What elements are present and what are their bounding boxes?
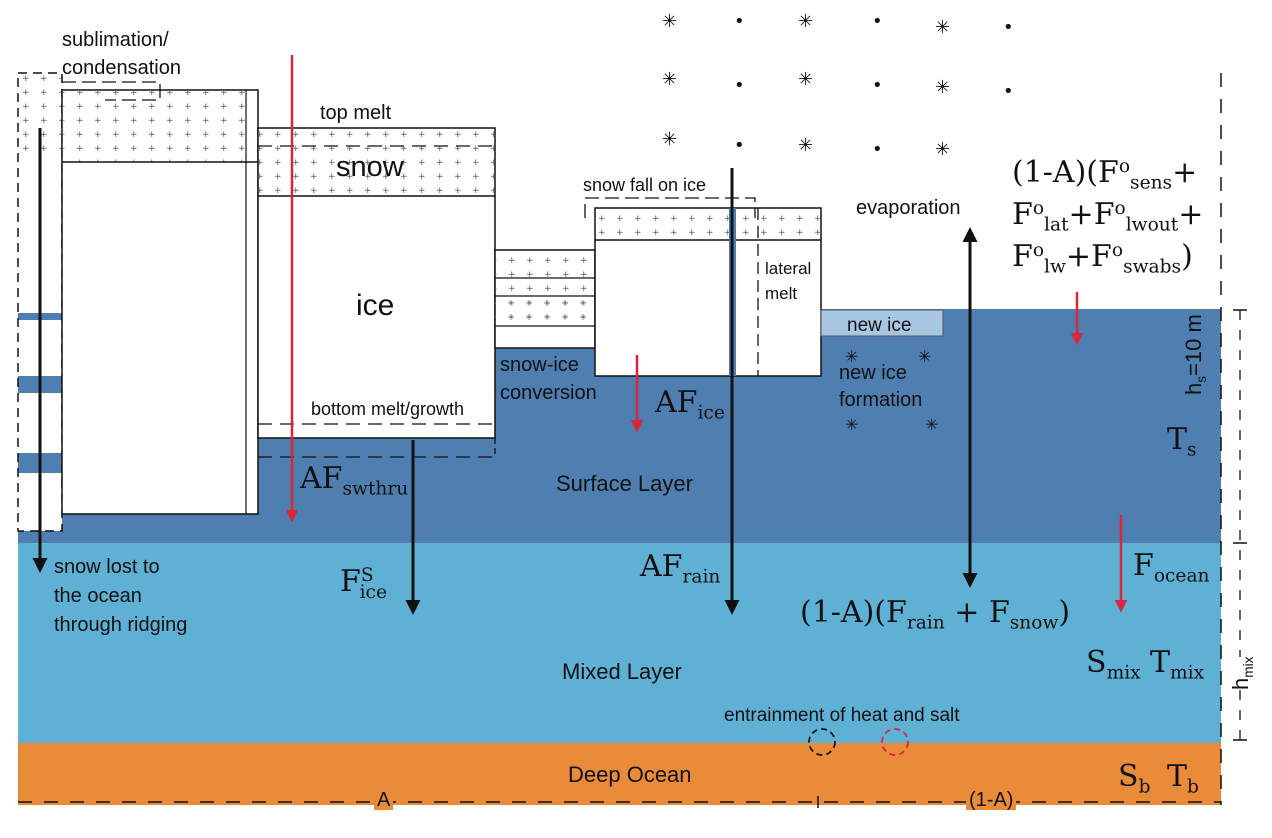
flux-f-ocean: Focean (1133, 548, 1210, 587)
mixed-layer (18, 543, 1221, 743)
svg-text:✳: ✳ (662, 69, 677, 90)
svg-text:•: • (872, 75, 883, 96)
svg-text:•: • (872, 139, 883, 160)
ice-column-3 (584, 197, 822, 377)
label-lateral: lateral (765, 259, 812, 278)
label-entrainment: entrainment of heat and salt (724, 705, 960, 726)
svg-text:•: • (734, 135, 745, 156)
svg-text:✳: ✳ (918, 347, 931, 366)
label-evaporation: evaporation (856, 197, 961, 219)
var-Tmix: Tmix (1150, 645, 1205, 684)
label-snow-fall: snow fall on ice (583, 175, 707, 195)
depth-hs: hs=10 m (1181, 314, 1209, 395)
black-flux-arrows (32, 128, 978, 615)
label-new-ice: new ice (847, 315, 912, 336)
flux-precip: (1-A)(Frain + Fsnow) (800, 595, 1071, 634)
label-snow: snow (336, 151, 404, 183)
flux-f-s-ice: FSice (340, 564, 387, 603)
deep-ocean (18, 743, 1221, 805)
svg-text:✳: ✳ (798, 69, 813, 90)
label-new-ice-formation-1: new ice (839, 362, 907, 384)
svg-text:✳: ✳ (798, 135, 813, 156)
svg-text:✳: ✳ (845, 347, 858, 366)
red-flux-arrows (285, 55, 1128, 613)
var-Sb: Sb (1118, 759, 1151, 798)
label-top-melt: top melt (320, 102, 392, 124)
label-condensation: condensation (62, 57, 181, 79)
label-snow-lost-3: through ridging (54, 614, 188, 636)
new-ice-floe (820, 309, 944, 337)
svg-text:✳: ✳ (935, 77, 950, 98)
label-bottom-melt: bottom melt/growth (311, 399, 465, 419)
entrainment-icon (808, 728, 909, 756)
label-snow-ice-1: snow-ice (500, 354, 579, 376)
flux-atm-line2: Folat+Folwout+ (1012, 197, 1204, 236)
svg-text:✳: ✳ (935, 139, 950, 160)
ice-column-2 (257, 127, 496, 458)
label-surface-layer: Surface Layer (556, 471, 693, 496)
svg-text:•: • (872, 11, 883, 32)
svg-text:✳: ✳ (662, 129, 677, 150)
label-mixed-layer: Mixed Layer (562, 659, 682, 684)
label-area-one-minus-A: (1-A) (966, 790, 1017, 810)
var-Smix: Smix (1086, 645, 1141, 684)
flux-atm-line3: Folw+Foswabs) (1012, 239, 1193, 278)
label-ice: ice (356, 289, 395, 322)
label-snow-lost-1: snow lost to (54, 556, 160, 578)
svg-text:✳: ✳ (925, 415, 938, 434)
label-snow-ice-2: conversion (500, 382, 597, 404)
var-Tb: Tb (1167, 759, 1199, 798)
label-sublimation: sublimation/ (62, 29, 169, 51)
snow-ice-column (494, 249, 596, 349)
label-melt: melt (765, 284, 798, 303)
flux-atm-line1: (1-A)(Fosens+ (1012, 155, 1198, 194)
svg-text:✳: ✳ (935, 17, 950, 38)
flux-af-rain: AFrain (640, 549, 721, 588)
ice-column-1 (61, 81, 259, 515)
svg-text:✳: ✳ (662, 11, 677, 32)
var-Ts: Ts (1167, 422, 1197, 461)
svg-text:•: • (734, 75, 745, 96)
flux-af-swthru: AFswthru (300, 461, 409, 500)
label-snow-lost-2: the ocean (54, 585, 142, 607)
label-new-ice-formation-2: formation (839, 389, 923, 411)
label-deep-ocean: Deep Ocean (568, 762, 692, 787)
label-area-A: A (374, 790, 394, 810)
flux-af-ice: AFice (655, 385, 725, 424)
svg-text:✳: ✳ (845, 415, 858, 434)
snowfall-symbols: ✳ • ✳ • ✳ • ✳ • ✳ • ✳ • ✳ • ✳ • ✳ ✳ ✳ ✳ ✳ (662, 11, 1014, 434)
svg-text:•: • (1003, 81, 1014, 102)
svg-text:•: • (1003, 17, 1014, 38)
depth-hmix: hmix (1228, 656, 1256, 690)
svg-text:✳: ✳ (798, 11, 813, 32)
svg-text:•: • (734, 11, 745, 32)
